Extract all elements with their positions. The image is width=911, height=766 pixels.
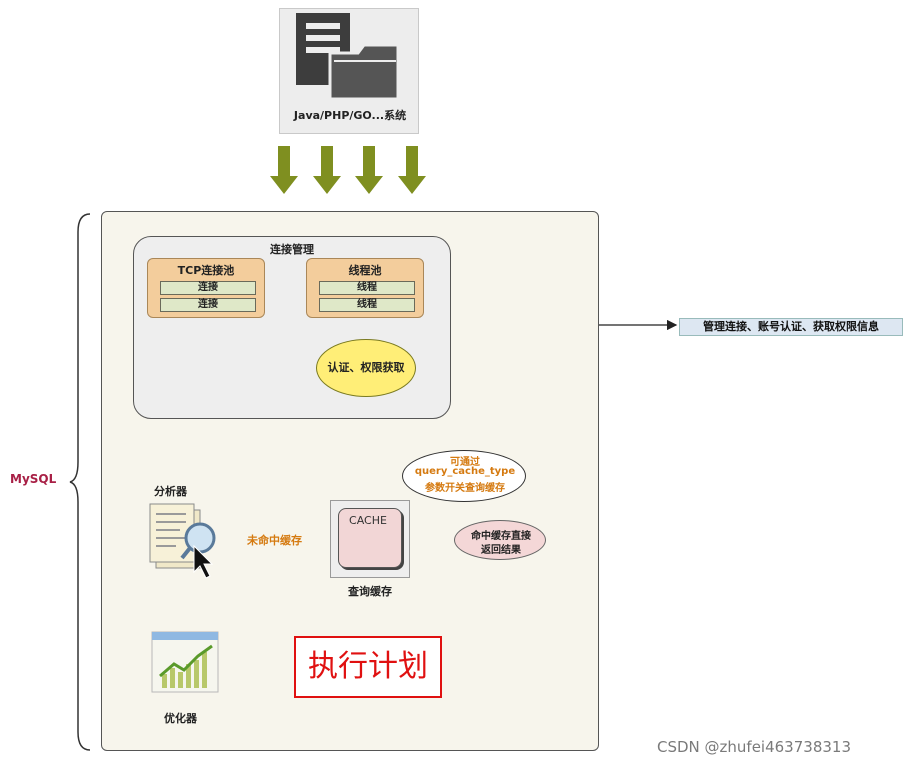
connection-manager-description: 管理连接、账号认证、获取权限信息 bbox=[679, 318, 903, 336]
cache-text: CACHE bbox=[349, 514, 387, 527]
connection-slot: 连接 bbox=[160, 281, 256, 295]
cursor-icon bbox=[193, 544, 214, 579]
optimizer-title: 优化器 bbox=[164, 712, 197, 725]
hit-line: 命中缓存直接 bbox=[471, 531, 531, 542]
application-system-box: Java/PHP/GO...系统 bbox=[279, 8, 419, 134]
thread-pool-title: 线程池 bbox=[348, 264, 382, 277]
application-system-label: Java/PHP/GO...系统 bbox=[293, 109, 407, 122]
analyzer-title: 分析器 bbox=[154, 485, 187, 498]
mysql-brace bbox=[69, 213, 91, 751]
thread-slot: 线程 bbox=[319, 298, 415, 312]
mysql-label: MySQL bbox=[10, 472, 57, 486]
note-line: 可通过 bbox=[450, 457, 480, 468]
query-cache-note-bubble: 可通过 query_cache_type 参数开关查询缓存 bbox=[402, 450, 526, 502]
query-cache-caption: 查询缓存 bbox=[348, 585, 392, 598]
auth-permission-node: 认证、权限获取 bbox=[316, 339, 416, 397]
connection-slot: 连接 bbox=[160, 298, 256, 312]
note-line: query_cache_type bbox=[414, 466, 516, 477]
execution-plan-box: 执行计划 bbox=[294, 636, 442, 698]
document-magnifier-icon bbox=[149, 503, 216, 579]
green-down-arrows bbox=[270, 146, 426, 194]
connection-manager-title: 连接管理 bbox=[270, 243, 314, 256]
csdn-watermark: CSDN @zhufei463738313 bbox=[657, 738, 851, 756]
thread-pool: 线程池 线程 线程 bbox=[306, 258, 424, 318]
chart-window-icon bbox=[151, 631, 219, 693]
tcp-pool-title: TCP连接池 bbox=[177, 264, 235, 277]
tcp-connection-pool: TCP连接池 连接 连接 bbox=[147, 258, 265, 318]
cache-icon bbox=[338, 508, 402, 568]
hit-line: 返回结果 bbox=[481, 545, 521, 556]
cache-hit-node: 命中缓存直接 返回结果 bbox=[454, 520, 546, 560]
cache-miss-label: 未命中缓存 bbox=[247, 534, 302, 547]
thread-slot: 线程 bbox=[319, 281, 415, 295]
note-line: 参数开关查询缓存 bbox=[425, 483, 505, 494]
folder-icon bbox=[296, 13, 400, 101]
